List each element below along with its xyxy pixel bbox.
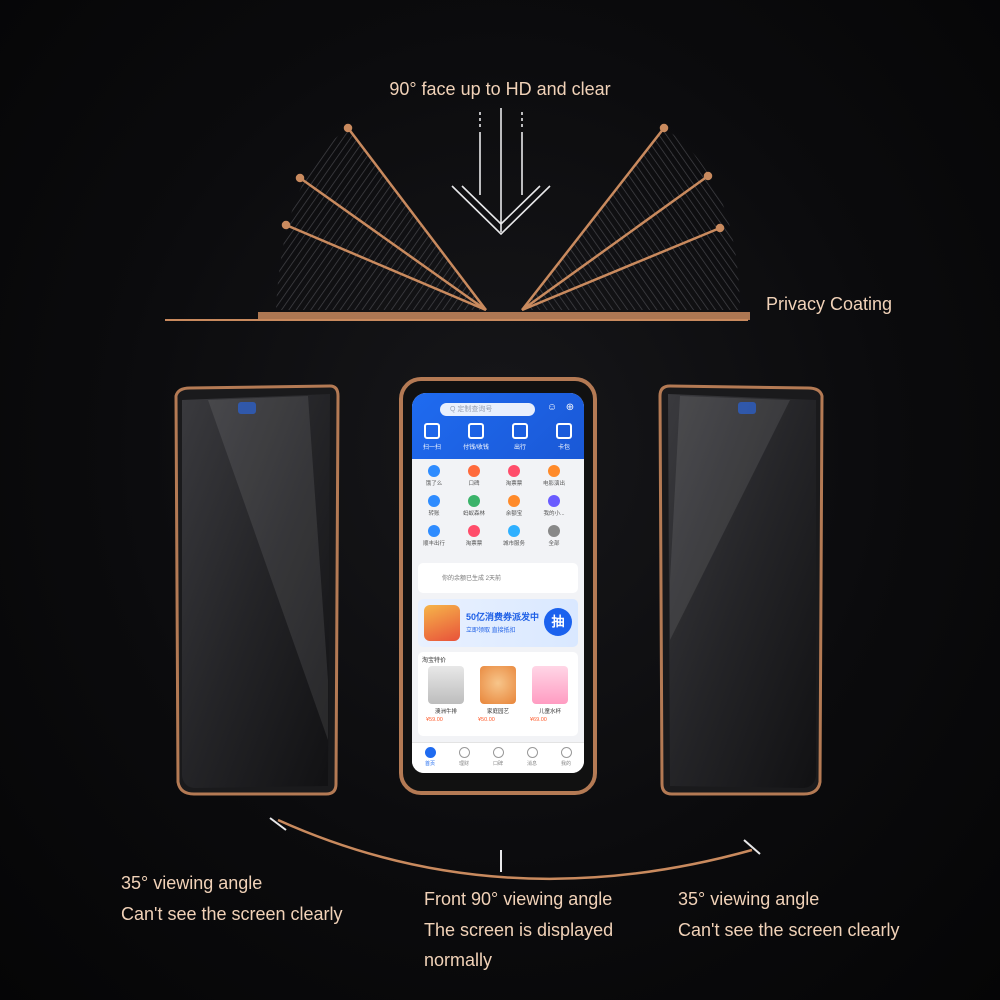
tab-home[interactable]: 首页 — [418, 747, 442, 767]
pay-icon — [468, 423, 484, 439]
grid-item[interactable]: 蚂蚁森林 — [458, 495, 490, 517]
center-phone-screen: Q 定制查询号 ☺ ⊕ 扫一扫 付钱/收钱 出行 卡包 饿了么 口碑 淘票票 电… — [412, 393, 584, 773]
ray-left-2 — [299, 176, 487, 312]
left-phone-camera — [238, 402, 256, 414]
deals-section: 淘宝特价 澳洲牛排 ¥59.00 家庭园艺 ¥50.00 儿童水杯 ¥69.00 — [418, 652, 578, 736]
travel-icon — [512, 423, 528, 439]
left-fan — [276, 128, 486, 310]
viewing-arc — [269, 817, 761, 881]
top-caption: 90° face up to HD and clear — [389, 79, 611, 99]
viewing-angle-diagram — [165, 108, 750, 321]
notice-banner[interactable]: 你的余额已生成 2天前 — [418, 563, 578, 593]
grid-item[interactable]: 全部 — [538, 525, 570, 547]
right-phone-camera — [738, 402, 756, 414]
ray-right-2 — [521, 174, 709, 312]
caption-left: 35° viewing angle Can't see the screen c… — [121, 868, 343, 929]
caption-right: 35° viewing angle Can't see the screen c… — [678, 884, 900, 945]
caption-center-line1: Front 90° viewing angle — [424, 889, 613, 909]
caption-center-line3: normally — [424, 950, 493, 971]
grid-item[interactable]: 顺丰出行 — [418, 525, 450, 547]
grid-item[interactable]: 口碑 — [458, 465, 490, 487]
card-icon — [556, 423, 572, 439]
draw-button[interactable]: 抽 — [544, 608, 572, 636]
ray-right-1 — [521, 127, 665, 311]
grid-item[interactable]: 余额宝 — [498, 495, 530, 517]
caption-right-line1: 35° viewing angle — [678, 889, 820, 909]
tab-messages[interactable]: 消息 — [520, 747, 544, 767]
grid-item[interactable]: 淘票票 — [458, 525, 490, 547]
ray-left-1 — [347, 127, 487, 311]
tab-finance[interactable]: 理财 — [452, 747, 476, 767]
quick-action-pay[interactable]: 付钱/收钱 — [462, 423, 490, 451]
tab-profile[interactable]: 我的 — [554, 747, 578, 767]
quick-action-cards[interactable]: 卡包 — [550, 423, 578, 451]
tab-koubei[interactable]: 口碑 — [486, 747, 510, 767]
caption-right-line2: Can't see the screen clearly — [678, 919, 900, 940]
product-card[interactable]: 澳洲牛排 ¥59.00 — [422, 666, 470, 732]
product-card[interactable]: 儿童水杯 ¥69.00 — [526, 666, 574, 732]
privacy-coating-label: Privacy Coating — [766, 294, 893, 314]
add-icon[interactable]: ⊕ — [565, 402, 575, 413]
right-phone — [658, 384, 824, 796]
grid-item[interactable]: 我的小... — [538, 495, 570, 517]
promo-card[interactable]: 50亿消费券派发中 立即领取 直接抵扣 抽 — [418, 599, 578, 647]
product-card[interactable]: 家庭园艺 ¥50.00 — [474, 666, 522, 732]
grid-item[interactable]: 淘票票 — [498, 465, 530, 487]
grid-item[interactable]: 电影演出 — [538, 465, 570, 487]
right-fan — [522, 128, 740, 310]
grid-item[interactable]: 城市服务 — [498, 525, 530, 547]
contacts-icon[interactable]: ☺ — [546, 402, 558, 413]
caption-center-line2: The screen is displayed — [424, 919, 614, 940]
search-input[interactable]: Q 定制查询号 — [440, 403, 535, 416]
grid-item[interactable]: 转账 — [418, 495, 450, 517]
bottom-tab-bar: 首页 理财 口碑 消息 我的 — [412, 742, 584, 773]
scan-icon — [424, 423, 440, 439]
grid-item[interactable]: 饿了么 — [418, 465, 450, 487]
quick-action-scan[interactable]: 扫一扫 — [418, 423, 446, 451]
caption-left-line1: 35° viewing angle — [121, 873, 263, 893]
quick-action-travel[interactable]: 出行 — [506, 423, 534, 451]
app-header: Q 定制查询号 ☺ ⊕ 扫一扫 付钱/收钱 出行 卡包 — [412, 393, 584, 459]
caption-left-line2: Can't see the screen clearly — [121, 903, 343, 924]
ray-right-3 — [521, 226, 721, 312]
gift-icon — [424, 605, 460, 641]
ray-left-3 — [285, 223, 487, 312]
left-phone — [174, 384, 340, 796]
caption-center: Front 90° viewing angle The screen is di… — [424, 884, 613, 976]
